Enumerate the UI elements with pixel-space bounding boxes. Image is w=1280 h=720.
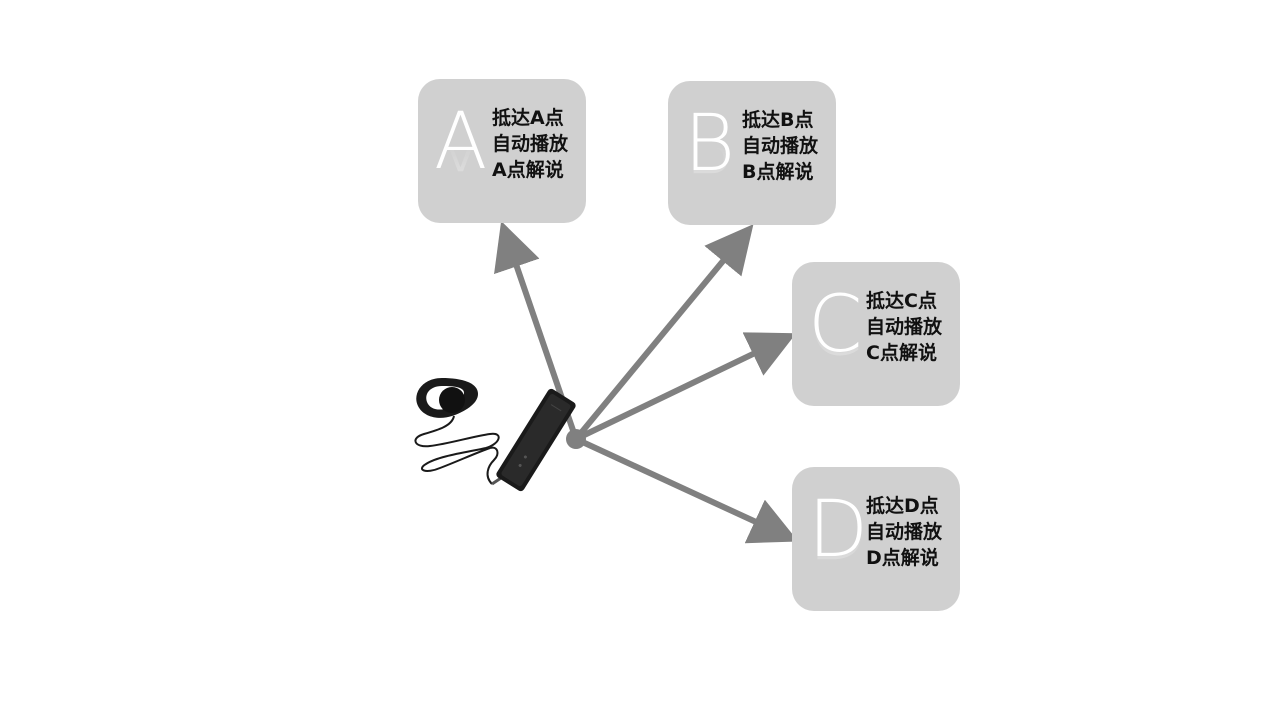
audio-guide-receiver-with-earphone-icon bbox=[414, 378, 576, 492]
card-a: A A 抵达A点 自动播放 A点解说 bbox=[418, 79, 586, 223]
card-line-1: 抵达A点 bbox=[492, 107, 564, 129]
card-line-2: 自动播放 bbox=[492, 133, 569, 155]
card-line-3: C点解说 bbox=[866, 342, 937, 364]
card-letter: B bbox=[684, 99, 736, 189]
card-c: C C 抵达C点 自动播放 C点解说 bbox=[792, 262, 960, 406]
card-line-3: B点解说 bbox=[742, 161, 814, 183]
card-letter: A bbox=[434, 97, 488, 187]
card-letter: D bbox=[808, 485, 869, 575]
arrow-to-b bbox=[573, 224, 754, 441]
card-letter: C bbox=[808, 280, 863, 370]
card-d: D D 抵达D点 自动播放 D点解说 bbox=[792, 467, 960, 611]
card-line-1: 抵达D点 bbox=[866, 495, 939, 517]
card-letter-reflection: D bbox=[808, 483, 869, 573]
card-line-2: 自动播放 bbox=[866, 316, 943, 338]
card-b: B B 抵达B点 自动播放 B点解说 bbox=[668, 81, 836, 225]
card-line-2: 自动播放 bbox=[742, 135, 819, 157]
arrow-to-c bbox=[574, 332, 797, 442]
card-line-1: 抵达C点 bbox=[866, 290, 937, 312]
arrow-to-d bbox=[574, 436, 799, 544]
card-line-1: 抵达B点 bbox=[742, 109, 814, 131]
card-letter-reflection: A bbox=[434, 95, 488, 185]
card-line-2: 自动播放 bbox=[866, 521, 943, 543]
card-letter-reflection: B bbox=[684, 97, 736, 187]
card-letter-reflection: C bbox=[808, 278, 863, 368]
card-line-3: D点解说 bbox=[866, 547, 939, 569]
card-text: 抵达A点 自动播放 A点解说 bbox=[492, 105, 568, 183]
card-text: 抵达D点 自动播放 D点解说 bbox=[866, 493, 942, 571]
card-line-3: A点解说 bbox=[492, 159, 564, 181]
card-text: 抵达B点 自动播放 B点解说 bbox=[742, 107, 818, 185]
card-text: 抵达C点 自动播放 C点解说 bbox=[866, 288, 942, 366]
